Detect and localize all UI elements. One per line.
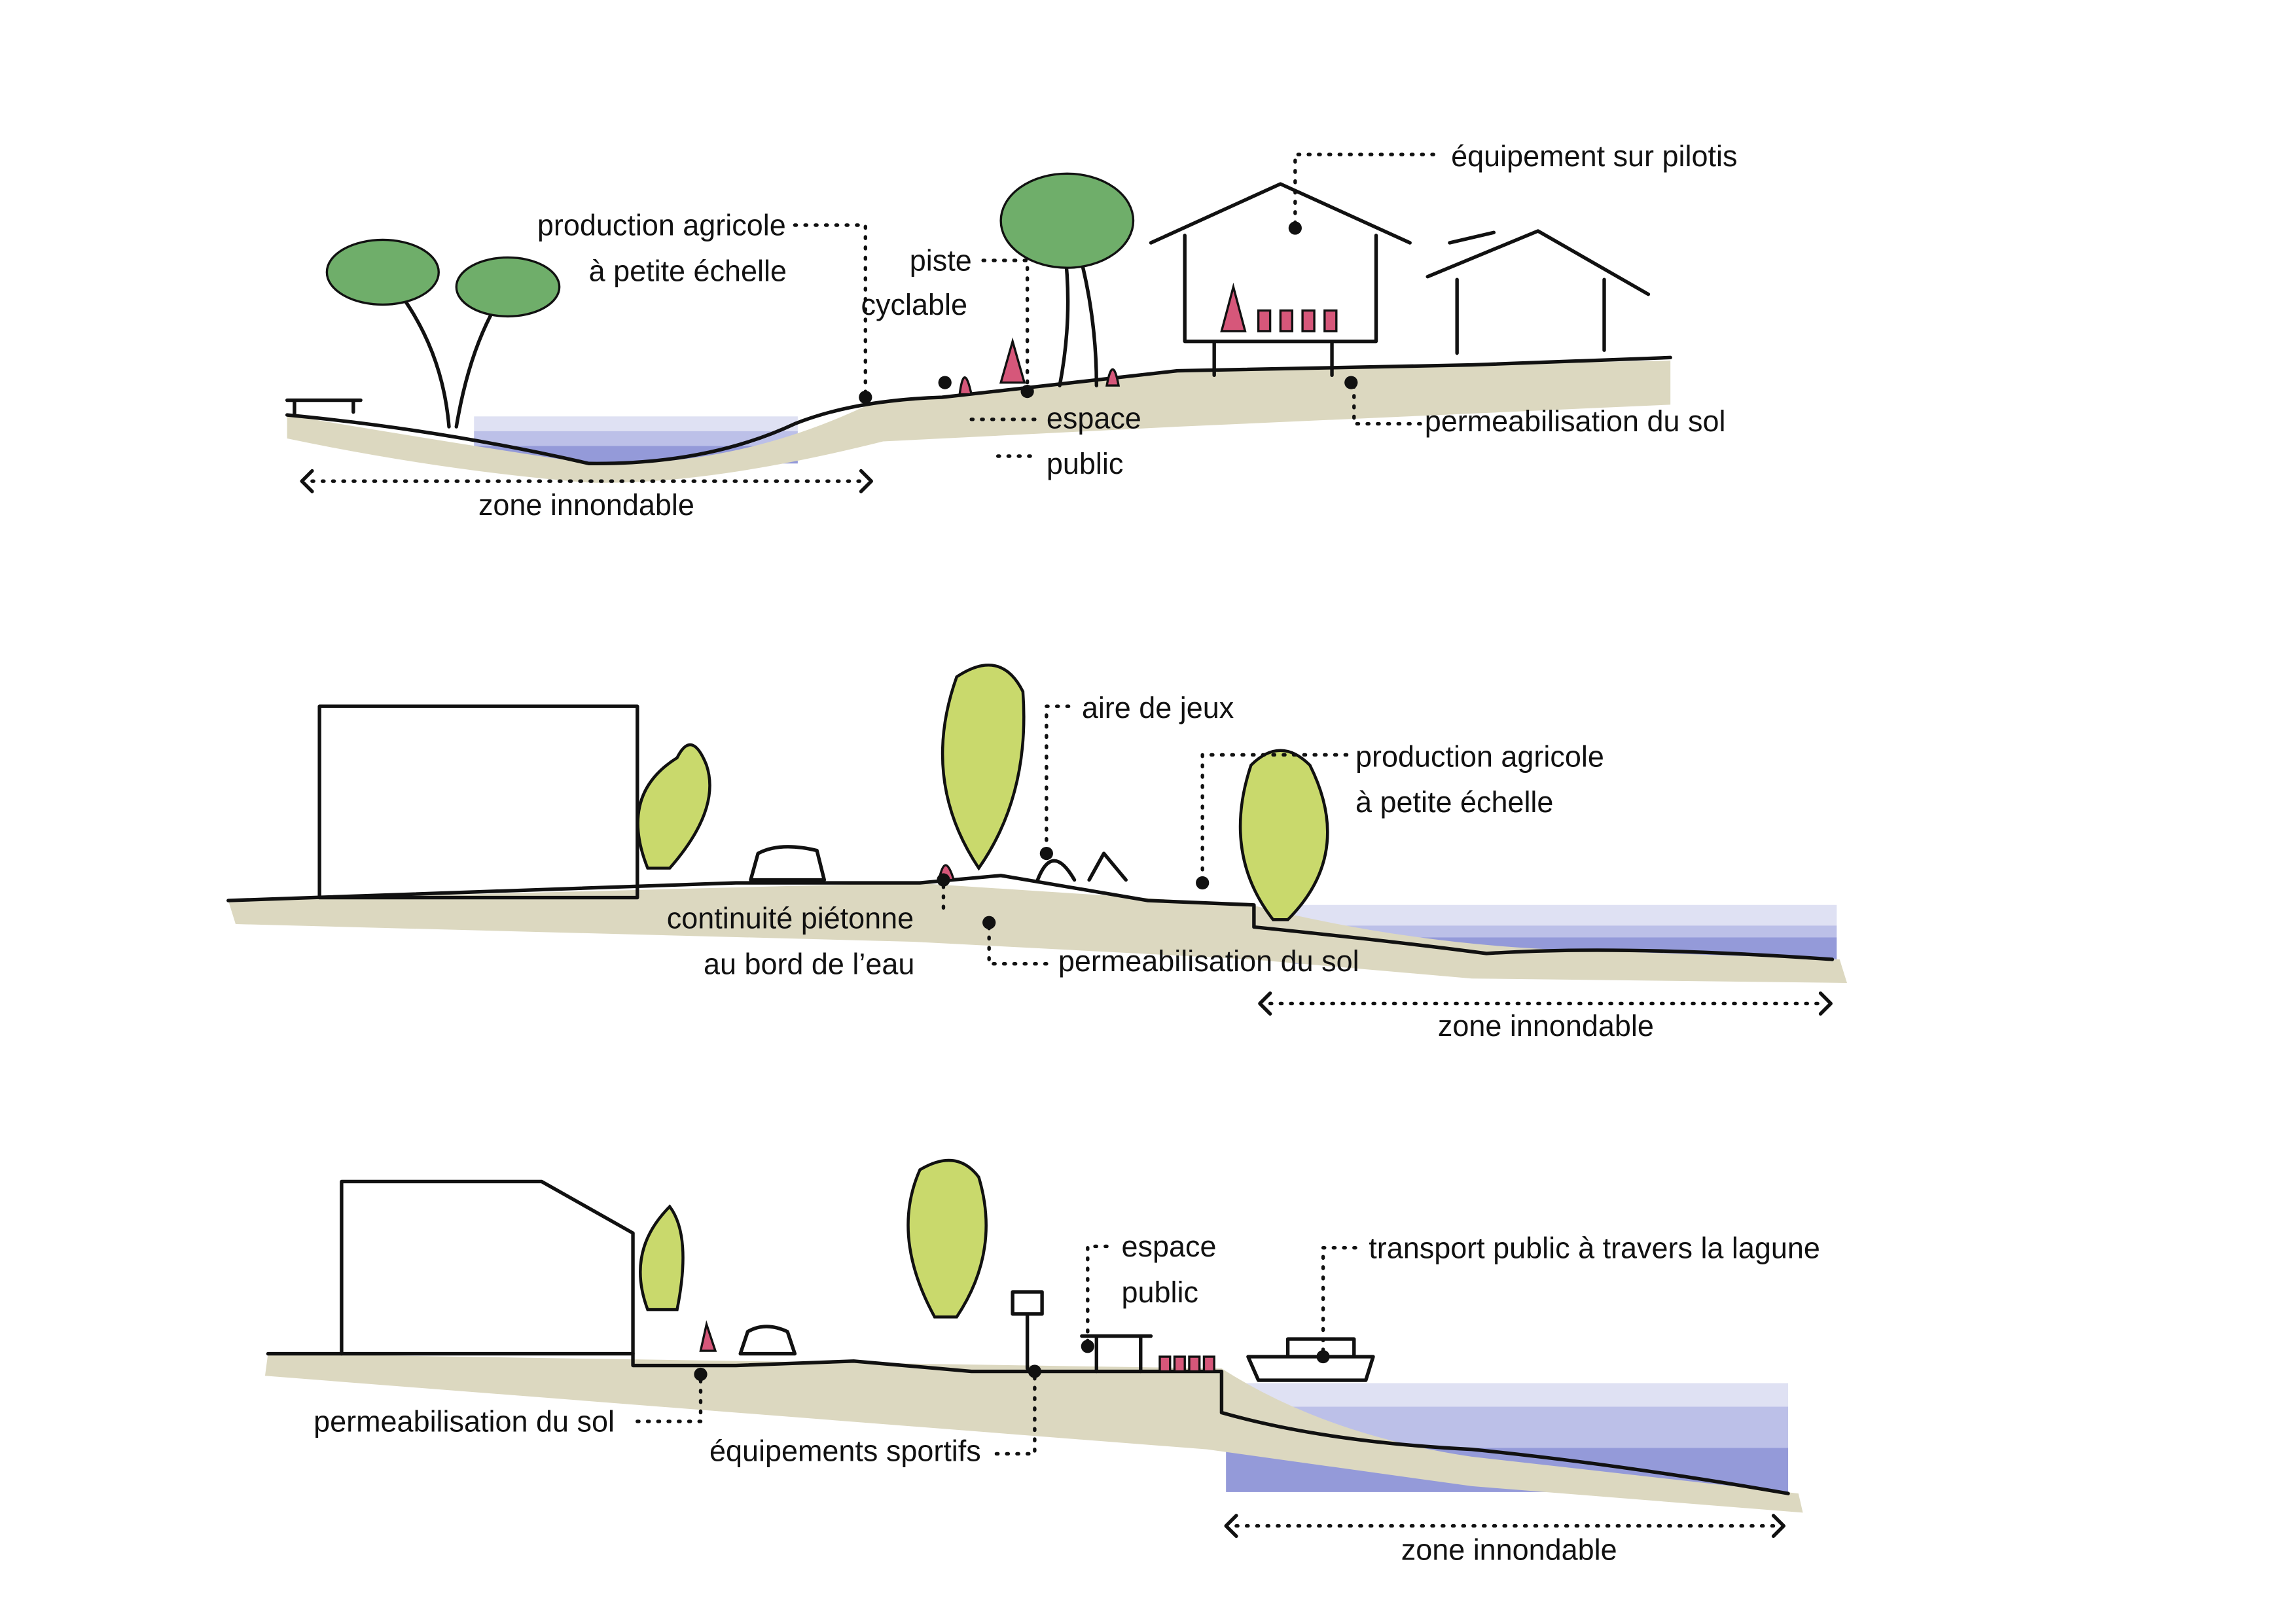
people-icon	[958, 337, 1121, 396]
tree-icon	[636, 743, 711, 870]
tree-icon	[639, 1204, 685, 1311]
ground-fill	[287, 360, 1671, 483]
label-espace-1: espace	[1047, 401, 1141, 435]
water	[474, 416, 798, 431]
ground-line	[285, 355, 1672, 466]
tree-icon	[941, 664, 1026, 871]
label-agri-1: production agricole	[537, 209, 786, 242]
label-permea: permeabilisation du sol	[1058, 944, 1359, 978]
building	[340, 1179, 635, 1356]
ground-line	[266, 1351, 1790, 1495]
stilt-house-1	[1149, 182, 1412, 378]
label-espace-1: espace	[1122, 1230, 1217, 1263]
car-icon	[738, 1325, 797, 1356]
label-agri-2: à petite échelle	[589, 254, 787, 287]
section-3: espace public transport public à travers…	[264, 1158, 1820, 1566]
label-sport: équipements sportifs	[709, 1435, 981, 1468]
ground-line	[226, 874, 1835, 961]
label-pieton-1: continuité piétonne	[667, 902, 914, 935]
label-agri-2: à petite échelle	[1355, 785, 1553, 819]
label-piste-2: cyclable	[861, 288, 967, 321]
label-agri-1: production agricole	[1355, 740, 1604, 773]
label-permea: permeabilisation du sol	[314, 1405, 615, 1438]
tree-icon	[1238, 749, 1329, 921]
bench	[285, 398, 363, 417]
label-espace-2: public	[1122, 1275, 1198, 1309]
section-2: aire de jeux production agricole à petit…	[226, 664, 1847, 1043]
label-zone: zone innondable	[1401, 1533, 1617, 1566]
label-zone: zone innondable	[1438, 1009, 1654, 1043]
building	[317, 704, 639, 900]
label-pilotis: équipement sur pilotis	[1451, 139, 1737, 173]
label-permea: permeabilisation du sol	[1425, 404, 1726, 438]
label-zone: zone innondable	[478, 488, 694, 522]
shelter	[1080, 1334, 1153, 1374]
palm-tree-icon	[325, 238, 561, 429]
label-pieton-2: au bord de l’eau	[704, 947, 914, 980]
palm-tree-icon	[999, 172, 1135, 387]
label-espace-2: public	[1047, 447, 1123, 480]
stilt-house-2	[1426, 229, 1651, 355]
label-piste-1: piste	[910, 244, 972, 277]
label-jeux: aire de jeux	[1082, 691, 1234, 724]
section-1: production agricole à petite échelle pis…	[285, 139, 1737, 522]
playground-icon	[1035, 851, 1128, 882]
label-transport: transport public à travers la lagune	[1369, 1231, 1820, 1264]
car-icon	[749, 845, 827, 882]
tree-icon	[906, 1158, 988, 1319]
boat-icon	[1246, 1337, 1375, 1382]
basketball-hoop-icon	[1011, 1290, 1044, 1370]
